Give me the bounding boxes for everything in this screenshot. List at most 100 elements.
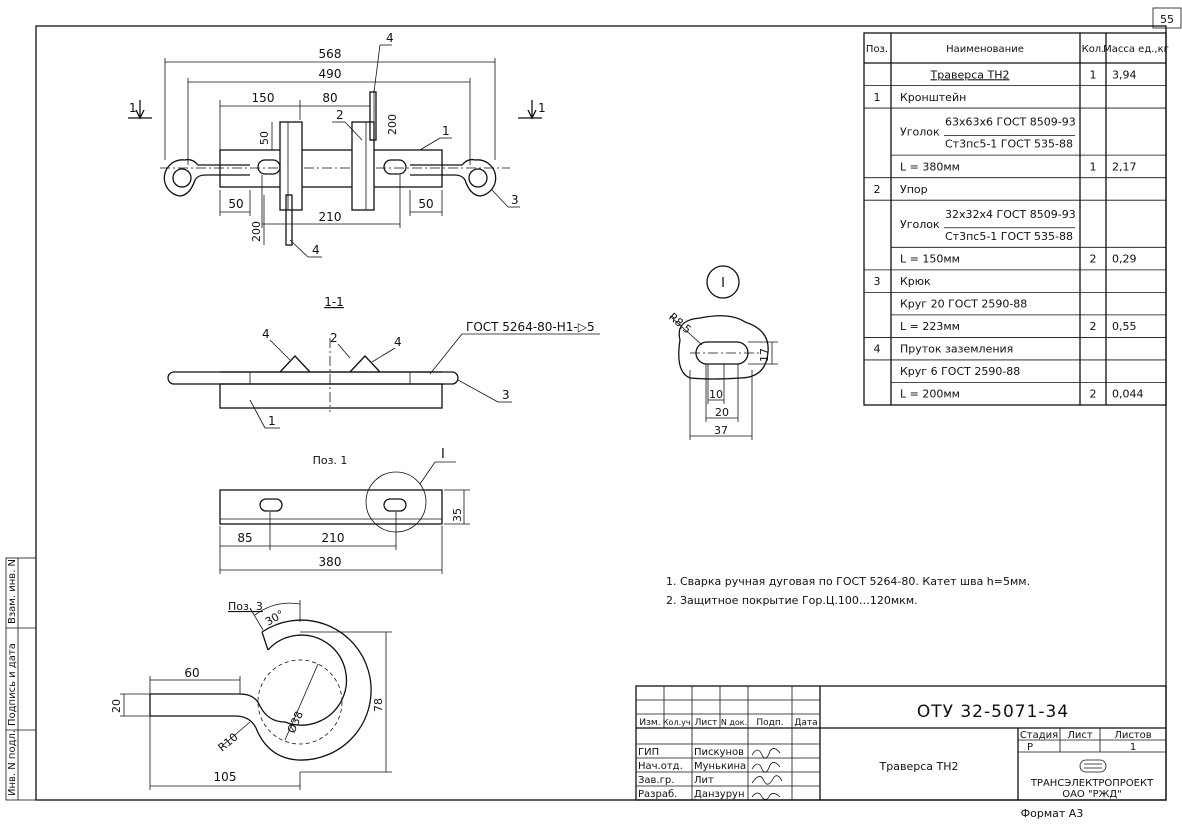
spec-qty: 2: [1090, 253, 1097, 266]
plan-view: 568 490 150 80 50 200: [128, 31, 546, 258]
sec-pos-4-left: 4: [262, 327, 270, 341]
tb-sheets-value: 1: [1130, 742, 1136, 753]
tb-name-3: Данзурун: [694, 789, 745, 800]
rzd-logo-icon: [1079, 759, 1107, 773]
tb-header-izm: Изм.: [639, 718, 660, 728]
note-1: 1. Сварка ручная дуговая по ГОСТ 5264-80…: [666, 575, 1030, 588]
spec-row: Круг 20 ГОСТ 2590-88: [900, 298, 1027, 311]
spec-name: 32х32х4 ГОСТ 8509-93: [945, 208, 1076, 221]
sec-pos-1: 1: [268, 414, 276, 428]
signature-0: [751, 748, 781, 759]
pos3-title: Поз. 3: [228, 600, 263, 613]
spec-name: L = 380мм: [900, 160, 960, 173]
spec-name: Пруток заземления: [900, 343, 1013, 356]
spec-name: 63х63х6 ГОСТ 8509-93: [945, 116, 1076, 129]
spec-qty: 2: [1090, 388, 1097, 401]
spec-row: L = 223мм 2 0,55: [900, 320, 1137, 333]
spec-name: Круг 6 ГОСТ 2590-88: [900, 365, 1020, 378]
tb-name-2: Лит: [694, 775, 714, 786]
stamp-inv-podl: Инв. N подл.: [7, 730, 18, 796]
pos-label-2: 2: [336, 108, 344, 122]
spec-qty: 1: [1090, 160, 1097, 173]
spec-name: L = 223мм: [900, 320, 960, 333]
spec-name: Упор: [900, 183, 928, 196]
pos3-dim-30deg: 30°: [263, 608, 286, 629]
sec-pos-2: 2: [330, 331, 338, 345]
pos1-dim-85: 85: [237, 531, 252, 545]
pos3-view: Поз. 3 30° 60 20 Ø38 78 R10 105: [110, 600, 392, 790]
organization-company: ОАО "РЖД": [1062, 789, 1122, 800]
pos3-dim-d38: Ø38: [285, 709, 306, 735]
pos1-detail-mark: I: [441, 447, 445, 462]
section-mark-left: 1: [129, 101, 137, 115]
spec-mass: 0,55: [1112, 320, 1137, 333]
spec-header-qty: Кол.: [1082, 44, 1105, 55]
signature-3: [751, 792, 781, 800]
spec-header-pos: Поз.: [866, 44, 888, 55]
format-label: Формат А3: [1021, 807, 1084, 820]
pos-label-3: 3: [511, 193, 519, 207]
tb-name-1: Мунькина: [694, 761, 746, 772]
pos1-dim-380: 380: [319, 555, 342, 569]
spec-pos: 1: [874, 91, 881, 104]
spec-name: Траверса ТН2: [930, 68, 1010, 81]
page-number-box: [1152, 7, 1182, 29]
spec-name: L = 200мм: [900, 388, 960, 401]
stamp-vzam-inv: Взам. инв. N: [7, 559, 18, 624]
spec-name: Уголок: [900, 218, 940, 231]
pos3-dim-r10: R10: [216, 730, 241, 754]
spec-name: L = 150мм: [900, 253, 960, 266]
spec-table: Поз. Наименование Кол. Масса ед.,кг Трав…: [863, 32, 1169, 406]
tb-stage-value: Р: [1027, 742, 1033, 753]
spec-row: L = 150мм 2 0,29: [900, 253, 1137, 266]
tb-sheets-label: Листов: [1114, 730, 1151, 741]
signature-2: [751, 775, 783, 785]
spec-header-mass: Масса ед.,кг: [1103, 44, 1169, 55]
spec-mass: 3,94: [1112, 68, 1137, 81]
drawing-title: Траверса ТН2: [879, 760, 959, 773]
pos1-dim-35: 35: [451, 508, 464, 522]
detail-dim-17: 17: [758, 348, 771, 362]
pos3-dim-78: 78: [372, 698, 385, 712]
spec-name: Ст3пс5-1 ГОСТ 535-88: [945, 230, 1073, 243]
spec-name: Крюк: [900, 275, 931, 288]
tb-name-0: Пискунов: [694, 747, 744, 758]
spec-qty: 2: [1090, 320, 1097, 333]
detail-dim-20: 20: [715, 406, 729, 419]
spec-header-name: Наименование: [946, 44, 1024, 55]
page-number: 55: [1160, 13, 1174, 26]
detail-dim-10: 10: [709, 388, 723, 401]
signature-1: [751, 762, 781, 773]
tb-role-2: Зав.гр.: [638, 775, 674, 786]
pos3-dim-60: 60: [184, 666, 199, 680]
dim-150: 150: [252, 91, 275, 105]
weld-note: ГОСТ 5264-80-Н1-▷5: [466, 320, 595, 334]
dim-50-left: 50: [228, 197, 243, 211]
spec-mass: 2,17: [1112, 160, 1137, 173]
side-stamp: Инв. N подл. Подпись и дата Взам. инв. N: [5, 557, 37, 801]
tb-role-3: Разраб.: [638, 789, 677, 800]
note-2: 2. Защитное покрытие Гор.Ц.100…120мкм.: [666, 594, 918, 607]
tb-role-0: ГИП: [638, 747, 659, 758]
dim-490: 490: [319, 67, 342, 81]
dim-200-bottom: 200: [250, 221, 263, 242]
sheet-frame: [35, 25, 1167, 801]
organization-name: ТРАНСЭЛЕКТРОПРОЕКТ: [1030, 778, 1154, 789]
tb-header-ndok: N док.: [721, 718, 747, 727]
section-mark-right: 1: [538, 101, 546, 115]
spec-mass: 0,29: [1112, 253, 1137, 266]
tb-sheet-label: Лист: [1067, 730, 1093, 741]
dim-50-vert: 50: [258, 131, 271, 145]
detail-view: I R8,5 17 10 20 37: [666, 265, 778, 440]
pos-label-4-top: 4: [386, 31, 394, 45]
section-view: 1-1 4 2 4 1 3 ГОСТ 5264-80-Н1-▷5: [167, 295, 600, 429]
spec-name: Уголок: [900, 126, 940, 139]
